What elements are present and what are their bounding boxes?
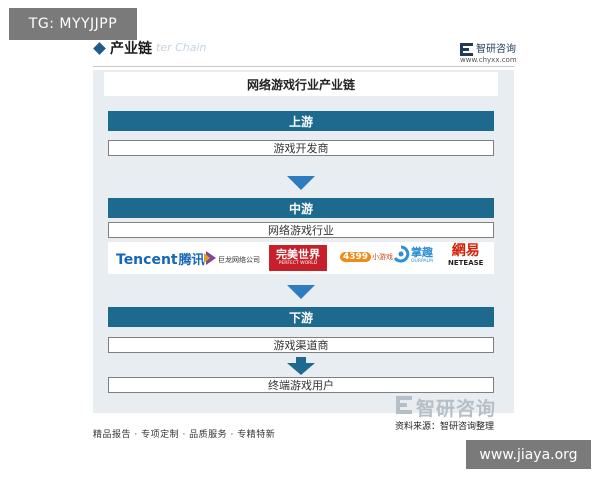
- watermark-brand-icon: [396, 396, 412, 414]
- stage-downstream-item-channels: 游戏渠道商: [108, 337, 494, 353]
- brand-name: 智研咨询: [476, 44, 516, 55]
- stage-upstream-item: 游戏开发商: [108, 140, 494, 156]
- page-title-ghost: ter Chain: [156, 41, 207, 54]
- ourpalm-swirl-icon: [392, 245, 410, 267]
- brand-logo-icon: [460, 42, 473, 56]
- 4399-logo: 4399 小游戏: [340, 252, 393, 262]
- julong-logo: 巨龙网络公司: [204, 250, 260, 269]
- stage-downstream-bar: 下游: [108, 307, 494, 327]
- diamond-icon: [93, 42, 106, 55]
- stage-midstream-bar: 中游: [108, 198, 494, 218]
- julong-emblem-icon: [204, 250, 216, 269]
- stage-upstream-bar: 上游: [108, 111, 494, 131]
- source-note: 资料来源：智研咨询整理: [395, 422, 495, 432]
- watermark-brand-name: 智研咨询: [416, 398, 497, 420]
- down-arrow-icon: [287, 176, 315, 190]
- ourpalm-logo: 掌趣 OURPALM: [392, 245, 433, 267]
- down-arrow-icon: [287, 357, 315, 375]
- netease-logo: 網易 NETEASE: [448, 243, 484, 267]
- company-logos-row: Tencent 腾讯 巨龙网络公司 完美世界 PERFECT WORLD 439…: [108, 242, 494, 274]
- header-divider: [93, 66, 514, 67]
- footer-slogan: 精品报告 · 专项定制 · 品质服务 · 专精特新: [93, 430, 276, 440]
- stage-midstream-item: 网络游戏行业: [108, 222, 494, 238]
- brand-url: www.chyxx.com: [460, 56, 517, 64]
- down-arrow-icon: [287, 285, 315, 299]
- watermark-tag: TG: MYYJJPP: [9, 8, 137, 40]
- site-tag: www.jiaya.org: [466, 440, 591, 469]
- stage-downstream-item-users: 终端游戏用户: [108, 377, 494, 393]
- diagram-title: 网络游戏行业产业链: [104, 72, 498, 96]
- page-title: 产业链: [110, 41, 152, 57]
- tencent-logo: Tencent 腾讯: [116, 252, 205, 268]
- perfect-world-logo: 完美世界 PERFECT WORLD: [269, 245, 327, 271]
